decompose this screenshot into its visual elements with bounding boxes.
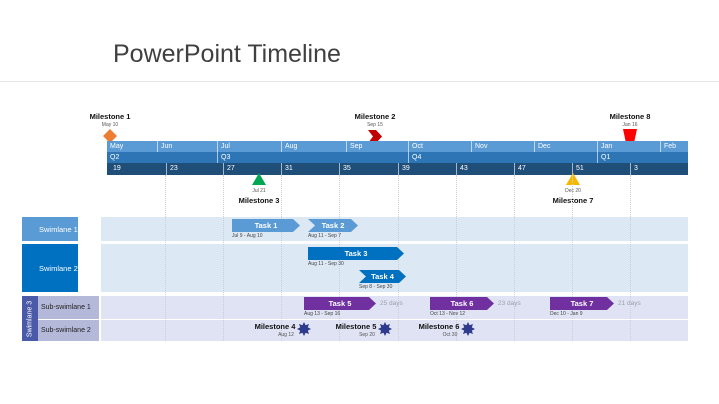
month-jan: Jan — [597, 141, 612, 152]
quarter-q4: Q4 — [408, 152, 421, 163]
milestone-7-triangle-icon[interactable] — [566, 173, 580, 185]
sub-swimlane-1-title[interactable]: Sub-swimlane 1 — [38, 296, 99, 319]
milestone-2-label: Milestone 2 — [354, 112, 396, 121]
milestone-4-date: Aug 12 — [278, 332, 294, 338]
task-2-dates: Aug 11 - Sep 7 — [308, 233, 341, 239]
week-43: 43 — [456, 163, 468, 175]
week-scale: 19 23 27 31 35 39 43 47 51 3 — [107, 163, 688, 175]
quarter-q2: Q2 — [110, 154, 120, 161]
milestone-1-diamond-icon[interactable] — [103, 129, 117, 143]
week-39: 39 — [398, 163, 410, 175]
swimlane-1-title[interactable]: Swimlane 1 — [22, 217, 78, 241]
gridline — [456, 175, 457, 341]
gridline — [165, 175, 166, 341]
month-may: May — [110, 143, 124, 150]
sub-swimlane-2-title[interactable]: Sub-swimlane 2 — [38, 320, 99, 341]
milestone-8-date: Jan 16 — [622, 122, 638, 128]
milestone-5-star-icon[interactable] — [378, 322, 392, 336]
task-2-bar[interactable]: Task 2 — [308, 219, 358, 232]
milestone-7-label: Milestone 7 — [552, 196, 594, 205]
task-7-duration: 21 days — [618, 300, 641, 307]
quarter-scale: Q2 Q3 Q4 Q1 — [107, 152, 688, 163]
task-6-dates: Oct 13 - Nov 12 — [430, 311, 466, 317]
week-47: 47 — [514, 163, 526, 175]
month-jun: Jun — [157, 141, 172, 152]
task-5-dates: Aug 13 - Sep 16 — [304, 311, 341, 317]
month-scale: May Jun Jul Aug Sep Oct Nov Dec Jan Feb — [107, 141, 688, 152]
month-dec: Dec — [534, 141, 550, 152]
gridline — [572, 175, 573, 341]
quarter-q3: Q3 — [217, 152, 230, 163]
week-51: 51 — [572, 163, 584, 175]
task-7-dates: Dec 10 - Jan 9 — [550, 311, 583, 317]
milestone-2-date: Sep 15 — [367, 122, 383, 128]
milestone-8-label: Milestone 8 — [609, 112, 651, 121]
sub-swimlane-1-body — [101, 296, 688, 319]
week-19: 19 — [113, 165, 121, 172]
week-35: 35 — [339, 163, 351, 175]
gridline — [630, 175, 631, 341]
milestone-6-date: Oct 30 — [442, 332, 458, 338]
milestone-3-triangle-icon[interactable] — [252, 173, 266, 185]
quarter-q1: Q1 — [597, 152, 610, 163]
month-feb: Feb — [660, 141, 676, 152]
week-3: 3 — [630, 163, 638, 175]
task-4-bar[interactable]: Task 4 — [359, 270, 406, 283]
task-6-duration: 23 days — [498, 300, 521, 307]
milestone-1-date: May 10 — [101, 122, 119, 128]
milestone-5-date: Sep 20 — [359, 332, 375, 338]
sub-swimlane-2-body — [101, 320, 688, 341]
milestone-6-star-icon[interactable] — [461, 322, 475, 336]
week-27: 27 — [223, 163, 235, 175]
milestone-3-date: Jul 21 — [252, 188, 266, 194]
slide-title: PowerPoint Timeline — [113, 40, 341, 68]
task-6-bar[interactable]: Task 6 — [430, 297, 494, 310]
month-oct: Oct — [408, 141, 423, 152]
task-3-dates: Aug 11 - Sep 30 — [308, 261, 344, 267]
week-31: 31 — [281, 163, 293, 175]
swimlane-3-title[interactable]: Swimlane 3 — [22, 296, 38, 341]
milestone-5-label: Milestone 5 — [335, 322, 377, 331]
gridline — [223, 175, 224, 341]
month-sep: Sep — [346, 141, 362, 152]
task-4-dates: Sep 8 - Sep 30 — [359, 284, 393, 290]
milestone-6-label: Milestone 6 — [418, 322, 460, 331]
task-5-bar[interactable]: Task 5 — [304, 297, 376, 310]
milestone-1-label: Milestone 1 — [89, 112, 131, 121]
title-divider — [0, 81, 719, 82]
gridline — [514, 175, 515, 341]
gridline — [281, 175, 282, 341]
swimlane-2-title[interactable]: Swimlane 2 — [22, 244, 78, 292]
month-nov: Nov — [471, 141, 487, 152]
milestone-7-date: Dec 20 — [565, 188, 581, 194]
milestone-4-star-icon[interactable] — [297, 322, 311, 336]
task-1-dates: Jul 9 - Aug 10 — [232, 233, 263, 239]
milestone-4-label: Milestone 4 — [254, 322, 296, 331]
milestone-3-label: Milestone 3 — [238, 196, 280, 205]
swimlane-1-body — [101, 217, 688, 241]
month-aug: Aug — [281, 141, 297, 152]
week-23: 23 — [166, 163, 178, 175]
milestone-2-chevron-icon[interactable] — [368, 130, 382, 143]
task-3-bar[interactable]: Task 3 — [308, 247, 404, 260]
task-1-bar[interactable]: Task 1 — [232, 219, 300, 232]
task-5-duration: 25 days — [380, 300, 403, 307]
task-7-bar[interactable]: Task 7 — [550, 297, 614, 310]
month-jul: Jul — [217, 141, 230, 152]
milestone-8-cup-icon[interactable] — [623, 129, 637, 143]
